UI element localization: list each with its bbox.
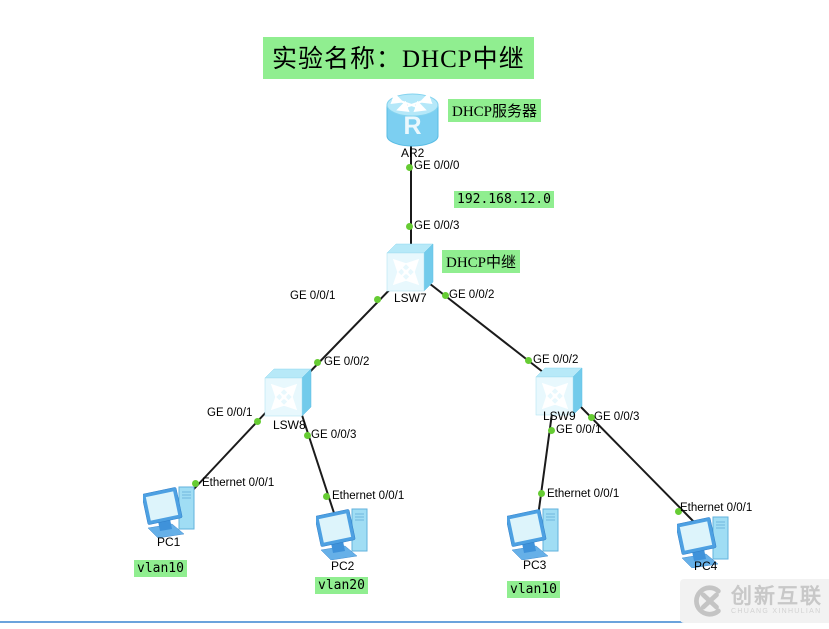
port-label-ar2-ge-0-0-0: GE 0/0/0 (414, 160, 460, 172)
port-dot-ar2-ge000 (406, 164, 413, 171)
port-dot-lsw9-ge001 (548, 427, 555, 434)
port-dot-lsw7-ge001 (374, 296, 381, 303)
device-label-lsw8: LSW8 (273, 418, 306, 432)
port-dot-lsw9-ge002 (525, 357, 532, 364)
annotation-network-segment: 192.168.12.0 (454, 191, 554, 208)
port-label-pc2-eth-0-0-1: Ethernet 0/0/1 (332, 490, 405, 502)
port-label-pc4-eth-0-0-1: Ethernet 0/0/1 (680, 502, 753, 514)
watermark-text-cn: 创新互联 (731, 585, 823, 608)
port-dot-pc1-eth (192, 480, 199, 487)
port-label-lsw7-ge-0-0-1: GE 0/0/1 (290, 290, 336, 302)
annotation-dhcp-relay: DHCP中继 (442, 250, 521, 273)
device-label-lsw9: LSW9 (543, 409, 576, 423)
annotation-dhcp-server: DHCP服务器 (448, 99, 542, 122)
link-lsw9-pc4[interactable] (575, 401, 696, 524)
port-dot-lsw9-ge003 (588, 414, 595, 421)
device-label-pc1: PC1 (157, 535, 181, 549)
annotation-pc1-vlan: vlan10 (134, 560, 187, 577)
canvas-bottom-border (0, 621, 692, 623)
port-dot-lsw8-ge002 (314, 359, 321, 366)
port-label-lsw8-ge-0-0-3: GE 0/0/3 (311, 429, 357, 441)
port-label-pc1-eth-0-0-1: Ethernet 0/0/1 (202, 477, 275, 489)
device-label-pc2: PC2 (331, 559, 355, 573)
port-dot-pc3-eth (538, 490, 545, 497)
port-dot-lsw8-ge003 (304, 432, 311, 439)
port-label-lsw7-ge-0-0-2: GE 0/0/2 (449, 289, 495, 301)
port-dot-pc2-eth (323, 493, 330, 500)
port-label-lsw9-ge-0-0-3: GE 0/0/3 (594, 411, 640, 423)
annotation-pc3-vlan: vlan10 (507, 581, 560, 598)
pc-icon-pc3[interactable] (507, 506, 565, 560)
port-label-lsw8-ge-0-0-2: GE 0/0/2 (324, 356, 370, 368)
pc-icon-pc2[interactable] (316, 506, 374, 560)
device-label-pc3: PC3 (523, 558, 547, 572)
diagram-title: 实验名称：DHCP中继 (263, 37, 534, 79)
port-label-lsw7-ge-0-0-3: GE 0/0/3 (414, 220, 460, 232)
port-dot-lsw8-ge001 (254, 418, 261, 425)
port-label-pc3-eth-0-0-1: Ethernet 0/0/1 (547, 488, 620, 500)
annotation-pc2-vlan: vlan20 (315, 577, 368, 594)
port-dot-pc4-eth (675, 508, 682, 515)
watermark-text-en: CHUANG XINHULIAN (731, 608, 822, 615)
switch-icon-lsw7[interactable] (386, 242, 434, 292)
watermark: 创新互联 CHUANG XINHULIAN (680, 579, 829, 623)
device-label-pc4: PC4 (694, 559, 718, 573)
port-label-lsw9-ge-0-0-2: GE 0/0/2 (533, 354, 579, 366)
port-label-lsw9-ge-0-0-1: GE 0/0/1 (556, 424, 602, 436)
port-label-lsw8-ge-0-0-1: GE 0/0/1 (207, 407, 253, 419)
watermark-logo-icon (694, 585, 721, 617)
device-label-lsw7: LSW7 (394, 291, 427, 305)
switch-icon-lsw8[interactable] (264, 367, 312, 417)
router-icon-ar2[interactable] (386, 91, 439, 148)
port-dot-lsw7-ge003 (406, 223, 413, 230)
pc-icon-pc1[interactable] (143, 484, 201, 538)
device-label-ar2: AR2 (401, 146, 425, 160)
port-dot-lsw7-ge002 (442, 292, 449, 299)
